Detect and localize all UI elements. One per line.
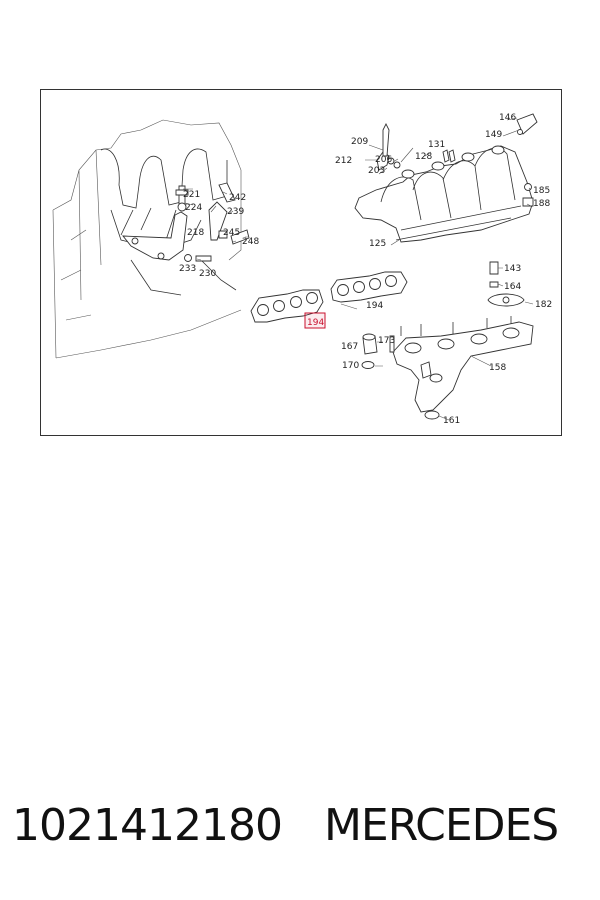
callout-188: 188	[533, 199, 550, 209]
callout-170: 170	[342, 361, 359, 371]
highlight-box-194	[304, 312, 326, 329]
intake-manifold-drawing	[354, 113, 538, 243]
callout-161: 161	[443, 416, 460, 426]
callout-149: 149	[485, 130, 502, 140]
callout-131: 131	[428, 140, 445, 150]
gasket-194-drawing	[250, 271, 408, 323]
engine-block-drawing	[52, 119, 242, 359]
product-caption: 1021412180 MERCEDES	[12, 800, 592, 860]
callout-218: 218	[187, 228, 204, 238]
callout-143: 143	[504, 264, 521, 274]
exhaust-manifold-drawing	[361, 261, 534, 420]
part-number: 1021412180	[12, 800, 283, 851]
callout-245: 245	[223, 228, 240, 238]
callout-242: 242	[229, 193, 246, 203]
callout-labels: 221 224 242 239 218 245 248 233 230 209 …	[179, 113, 552, 426]
callout-158: 158	[489, 363, 506, 373]
callout-230: 230	[199, 269, 216, 279]
leader-lines	[183, 117, 534, 421]
callout-164: 164	[504, 282, 521, 292]
callout-185: 185	[533, 186, 550, 196]
callout-125: 125	[369, 239, 386, 249]
callout-203: 203	[368, 166, 385, 176]
callout-194-upper: 194	[366, 301, 383, 311]
callout-239: 239	[227, 207, 244, 217]
callout-233: 233	[179, 264, 196, 274]
callout-209: 209	[351, 137, 368, 147]
brand-name: MERCEDES	[323, 800, 559, 851]
exploded-parts-diagram: 221 224 242 239 218 245 248 233 230 209 …	[40, 89, 562, 436]
callout-221: 221	[183, 190, 200, 200]
bracket-218-drawing	[122, 182, 250, 262]
callout-182: 182	[535, 300, 552, 310]
callout-206: 206	[375, 155, 392, 165]
callout-128: 128	[415, 152, 432, 162]
callout-146: 146	[499, 113, 516, 123]
callout-248: 248	[242, 237, 259, 247]
callout-173: 173	[378, 336, 395, 346]
callout-224: 224	[185, 203, 202, 213]
callout-167: 167	[341, 342, 358, 352]
callout-194-highlighted: 194	[307, 318, 324, 328]
diagram-drawing: 221 224 242 239 218 245 248 233 230 209 …	[52, 113, 552, 426]
callout-212: 212	[335, 156, 352, 166]
